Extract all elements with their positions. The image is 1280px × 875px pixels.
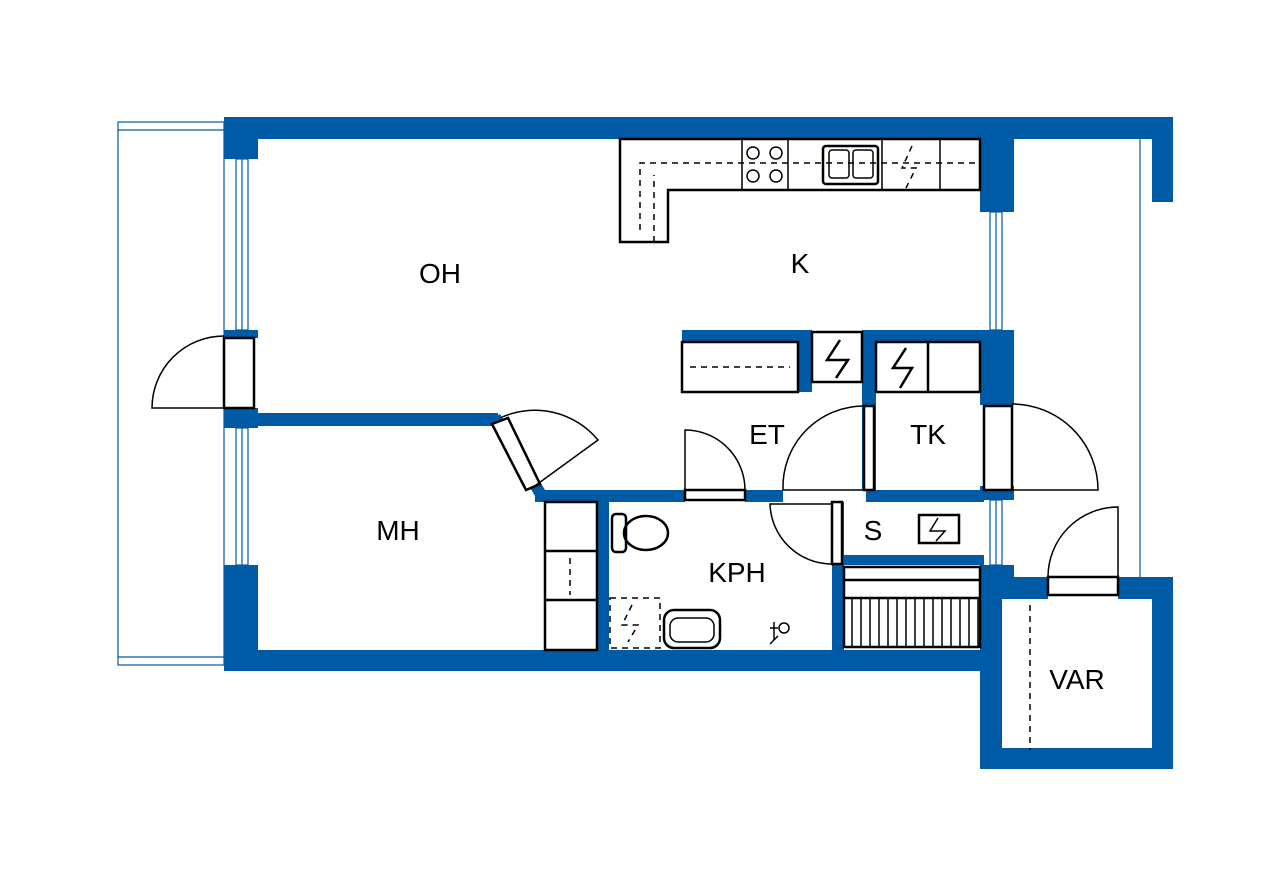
storage-door [1046, 506, 1120, 597]
washbasin-icon [662, 608, 722, 650]
balcony-door [151, 335, 256, 410]
toilet-icon [610, 512, 670, 554]
exterior-walls [224, 117, 1173, 769]
kitchen-counter [618, 137, 982, 244]
bathroom-door [683, 429, 747, 502]
room-label-storage: VAR [1049, 664, 1105, 695]
room-label-kitchen: K [791, 248, 810, 279]
wardrobe [680, 340, 800, 394]
bench-icon [842, 565, 982, 649]
room-label-sauna: S [864, 515, 883, 546]
sauna-heater-icon [917, 513, 961, 545]
room-label-bedroom: MH [376, 515, 420, 546]
windows [235, 139, 1141, 577]
bedroom-door [490, 409, 600, 492]
room-label-entrance: ET [749, 419, 785, 450]
faucet-icon [769, 622, 790, 645]
bedroom-wardrobe [543, 500, 599, 652]
utility-door [782, 404, 876, 492]
room-label-living: OH [419, 258, 461, 289]
entry-door [982, 403, 1099, 492]
sauna-door [769, 500, 844, 566]
stove-icon [746, 146, 783, 183]
room-label-bathroom: KPH [708, 557, 766, 588]
shower-icon [609, 597, 661, 649]
dishwasher-icon [900, 145, 918, 189]
electrical-icon [810, 330, 864, 384]
balcony [117, 121, 225, 666]
room-label-utility: TK [910, 419, 946, 450]
sink-icon [821, 144, 880, 186]
utility-cabinets [874, 340, 982, 394]
